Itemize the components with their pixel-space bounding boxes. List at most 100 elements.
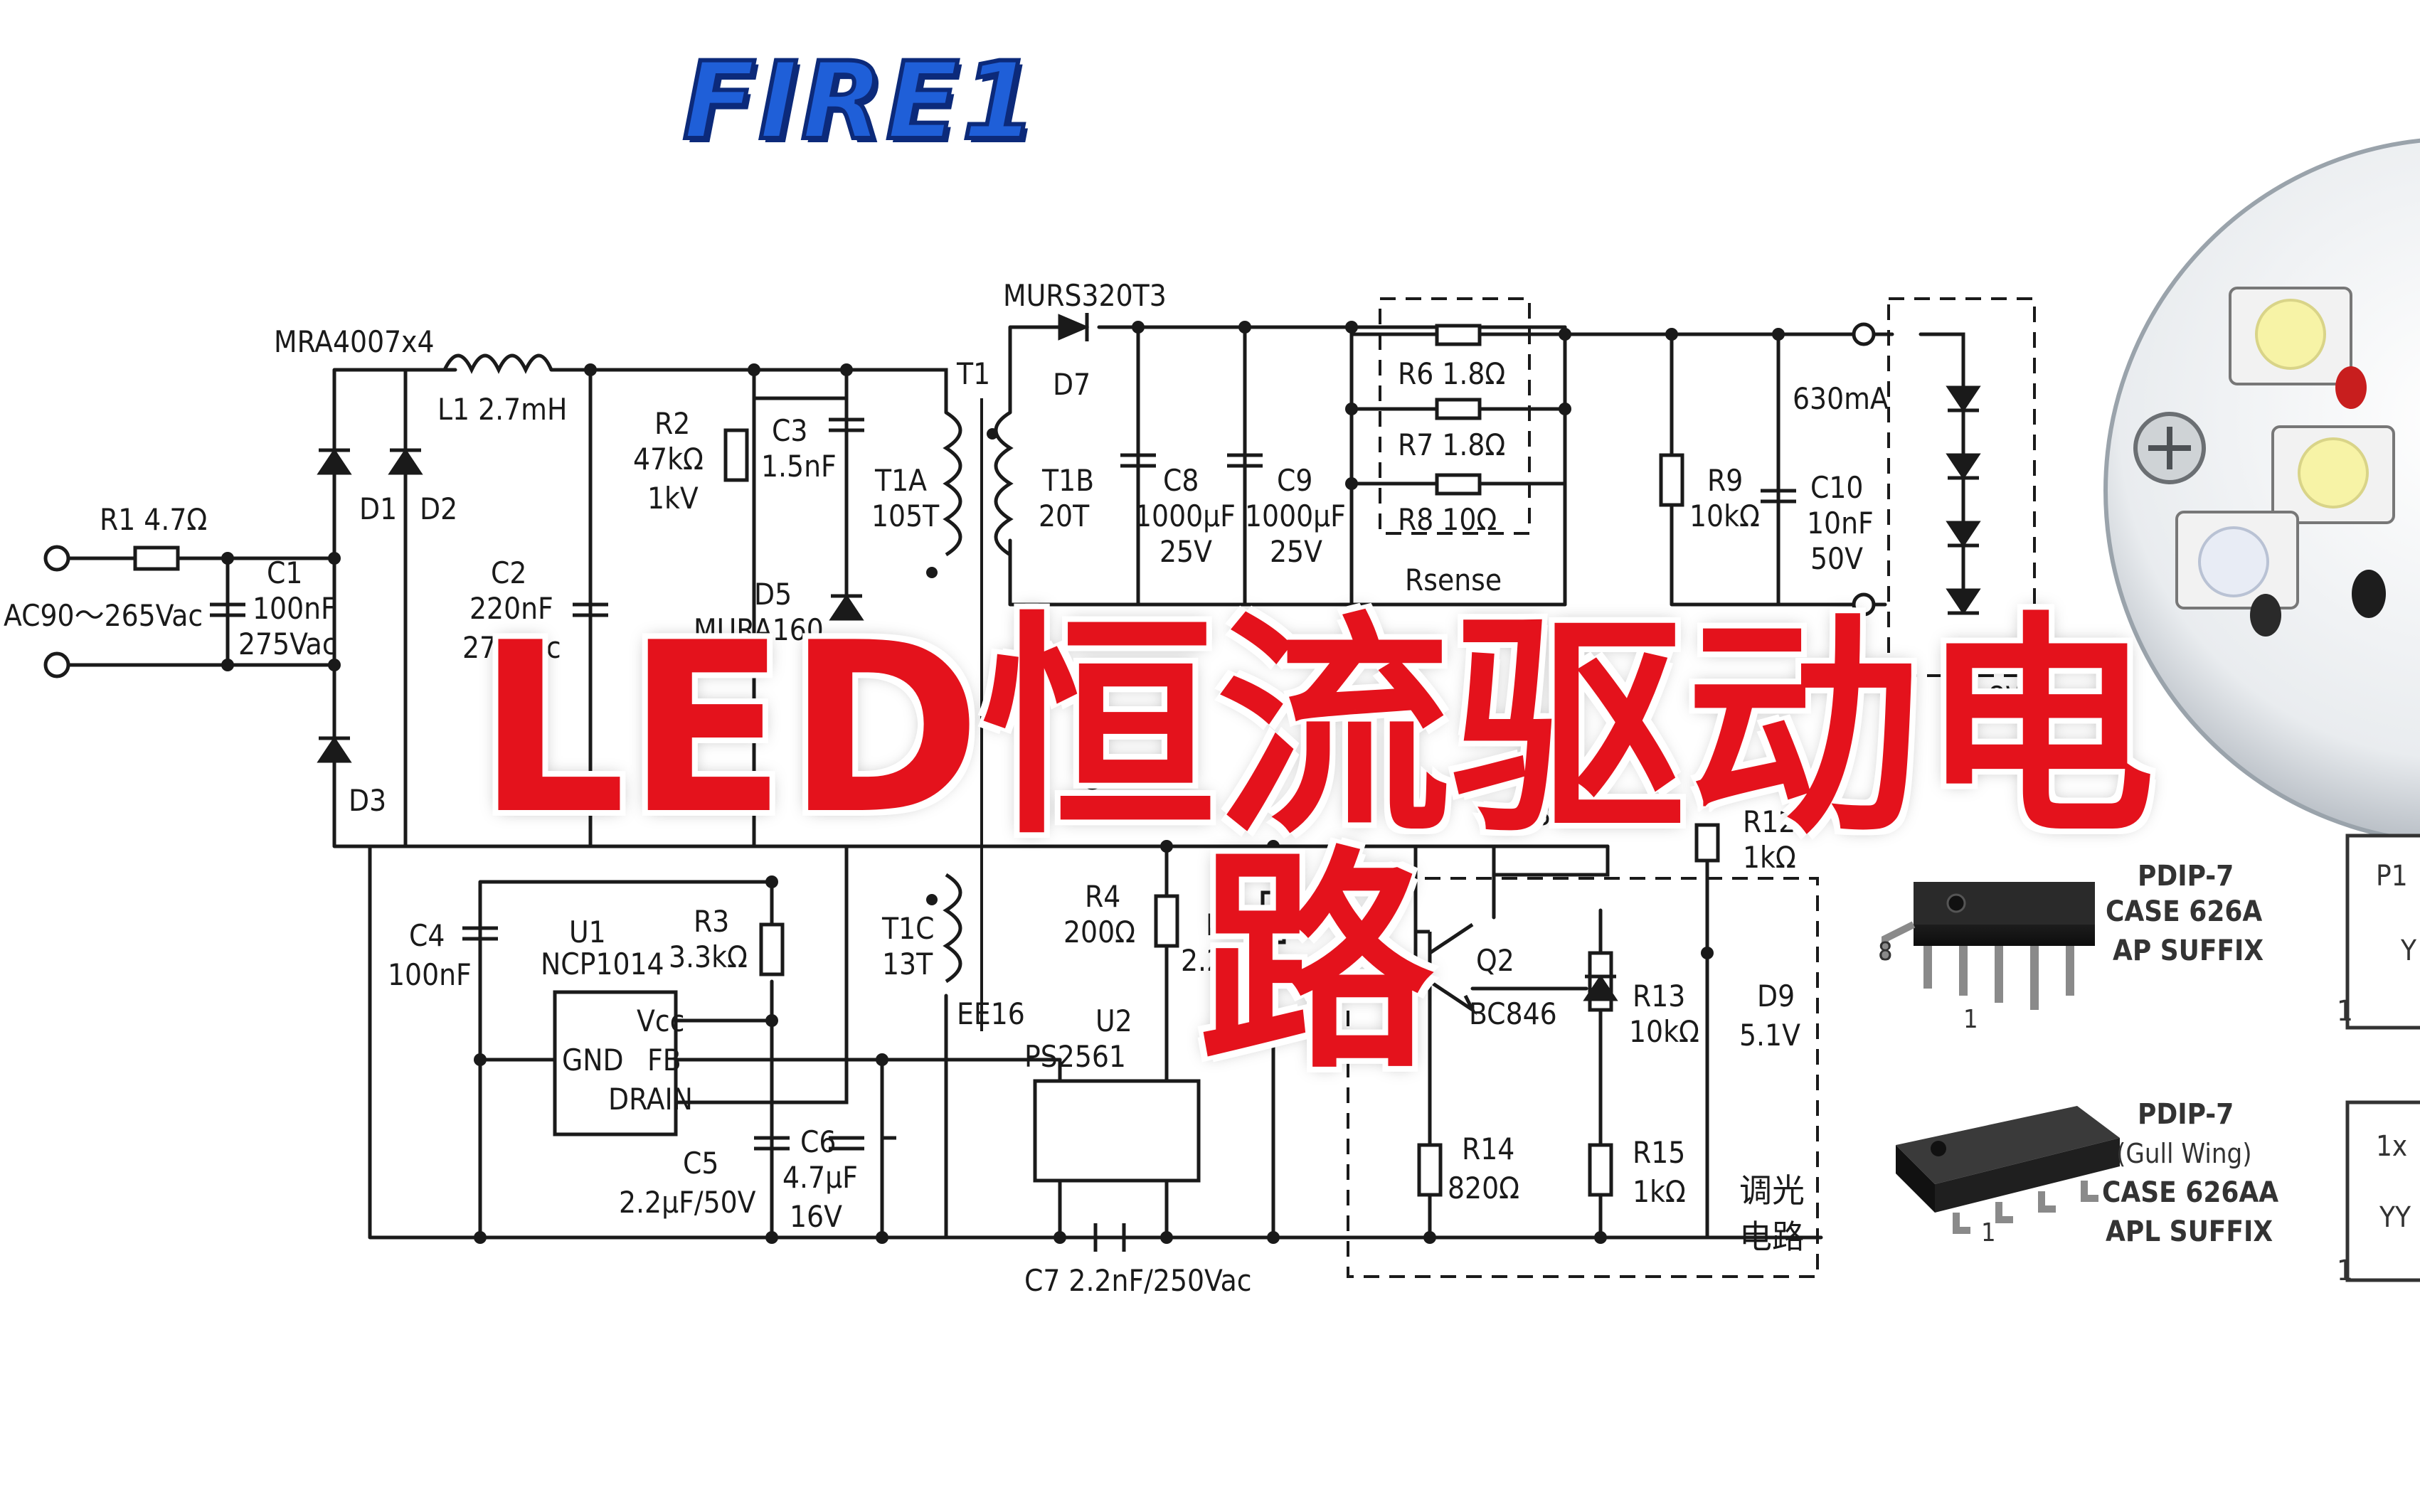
svg-text:PS2561: PS2561 — [1024, 1039, 1126, 1074]
label-r15: R15 — [1633, 1135, 1685, 1170]
resistor-r4 — [1154, 894, 1179, 948]
svg-text:1.8: 1.8 — [1508, 797, 1551, 832]
label-c3: C3 — [772, 413, 807, 448]
label-t1b: T1B — [1041, 463, 1094, 498]
svg-text:BC846: BC846 — [1469, 996, 1557, 1031]
svg-text:10kΩ: 10kΩ — [1629, 1014, 1699, 1049]
label-q2: Q2 — [1476, 943, 1514, 978]
resistors — [133, 324, 1720, 1197]
svg-text:200Ω: 200Ω — [1063, 915, 1135, 949]
svg-text:1000μF: 1000μF — [1135, 499, 1236, 533]
label-led-power: 8W — [1988, 680, 2032, 715]
label-c9: C9 — [1277, 463, 1312, 498]
label-r13: R13 — [1633, 979, 1685, 1013]
capacitor-c8 — [1120, 453, 1156, 468]
ic-u1 — [553, 990, 678, 1136]
svg-text:Y: Y — [2400, 935, 2417, 967]
svg-text:2.2μF/50V: 2.2μF/50V — [619, 1185, 756, 1220]
label-c7: C7 2.2nF/250Vac — [1024, 1263, 1252, 1298]
capacitor-c10 — [1761, 489, 1796, 504]
resistor-r8 — [1435, 473, 1482, 496]
svg-text:R: R — [1497, 755, 1516, 789]
label-r4: R4 — [1085, 879, 1120, 914]
label-rsense: Rsense — [1405, 563, 1502, 597]
label-led-current: 630mA — [1793, 381, 1889, 416]
led-chip-1 — [2229, 287, 2352, 385]
svg-text:220nF: 220nF — [469, 591, 553, 626]
svg-text:16V: 16V — [790, 1199, 842, 1234]
terminal-ac-1 — [43, 545, 70, 572]
capacitor-c4 — [462, 926, 498, 941]
svg-text:1kV: 1kV — [647, 481, 699, 516]
package-pin-1b: 1 — [1981, 1218, 1996, 1247]
label-bridge: MRA4007x4 — [274, 324, 435, 359]
label-r9: R9 — [1707, 463, 1743, 498]
capacitor-c6 — [829, 1136, 864, 1151]
diode-d7 — [1058, 314, 1090, 341]
svg-text:1x: 1x — [2376, 1130, 2407, 1163]
svg-text:1.5nF: 1.5nF — [761, 449, 837, 484]
winding-t1c — [943, 873, 962, 984]
svg-text:3.3kΩ: 3.3kΩ — [669, 939, 748, 974]
svg-text:100nF: 100nF — [388, 957, 472, 992]
svg-text:25V: 25V — [1159, 534, 1212, 569]
svg-text:AP SUFFIX: AP SUFFIX — [2113, 935, 2264, 967]
inductor-l1 — [442, 353, 553, 374]
label-r1: R1 4.7Ω — [100, 502, 207, 537]
label-c5: C5 — [683, 1146, 718, 1181]
diode-bars — [319, 313, 1979, 979]
transistor-q2 — [1413, 922, 1477, 1016]
label-d9: D9 — [1757, 979, 1795, 1013]
svg-text:20T: 20T — [1039, 499, 1090, 533]
label-r3: R3 — [694, 904, 729, 939]
svg-text:275Vac: 275Vac — [238, 627, 337, 661]
svg-text:105T: 105T — [871, 499, 940, 533]
svg-text:APL SUFFIX: APL SUFFIX — [2106, 1215, 2273, 1248]
label-r2: R2 — [654, 406, 690, 441]
winding-t1b — [994, 410, 1014, 557]
diode-d5 — [829, 594, 864, 621]
svg-text:25V: 25V — [1270, 534, 1322, 569]
label-d1: D1 — [359, 491, 397, 526]
resistor-r14 — [1417, 1143, 1443, 1197]
ic-and-transistors — [43, 322, 1876, 1183]
diodes — [317, 314, 1981, 1001]
resistor-r3 — [759, 922, 785, 976]
label-d2: D2 — [420, 491, 457, 526]
diode-d9 — [1583, 974, 1618, 1001]
svg-text:1: 1 — [2337, 995, 2353, 1028]
label-t1: T1 — [956, 356, 990, 391]
label-d3: D3 — [349, 783, 386, 818]
svg-text:C: C — [1081, 762, 1100, 797]
diode-d3 — [317, 736, 352, 763]
label-r6: R6 1.8Ω — [1398, 356, 1505, 391]
svg-text:CASE 626AA: CASE 626AA — [2102, 1176, 2278, 1209]
label-c10: C10 — [1810, 470, 1863, 505]
resistor-r9 — [1659, 453, 1684, 507]
resistor-r1 — [133, 545, 180, 571]
svg-text:CASE 626A: CASE 626A — [2106, 895, 2262, 928]
label-c8: C8 — [1163, 463, 1199, 498]
led-pcb-photo — [2103, 138, 2420, 843]
svg-text:(Gull Wing): (Gull Wing) — [2116, 1138, 2252, 1169]
label-t1a: T1A — [874, 463, 927, 498]
package-name-2: PDIP-7 — [2138, 1098, 2234, 1131]
label-r14: R14 — [1462, 1132, 1514, 1166]
label-r12: R12 — [1743, 804, 1795, 839]
svg-text:820Ω: 820Ω — [1448, 1171, 1519, 1205]
package-outline-right: P1 Y 1 1x YY 1 — [2337, 834, 2420, 1287]
svg-text:50V: 50V — [1810, 541, 1863, 576]
inductors — [442, 353, 1014, 1031]
resistor-r7 — [1435, 398, 1482, 420]
resistor-r5 — [1261, 890, 1286, 944]
label-r8: R8 10Ω — [1398, 502, 1497, 537]
capacitor-c1 — [210, 602, 245, 617]
brand-logo: FIRE1 — [681, 38, 1039, 166]
svg-text:4.7μF: 4.7μF — [782, 1160, 858, 1195]
capacitor-c5 — [754, 1136, 790, 1151]
label-c4: C4 — [409, 918, 445, 953]
package-pdip7-gull-wing: 1 PDIP-7 (Gull Wing) CASE 626AA APL SUFF… — [1896, 1098, 2278, 1248]
component-labels: MRA4007x4 R1 4.7Ω AC90～265Vac L1 2.7mH D… — [4, 278, 2032, 1298]
terminal-ac-2 — [43, 651, 70, 678]
label-u1-gnd: GND — [562, 1043, 624, 1077]
